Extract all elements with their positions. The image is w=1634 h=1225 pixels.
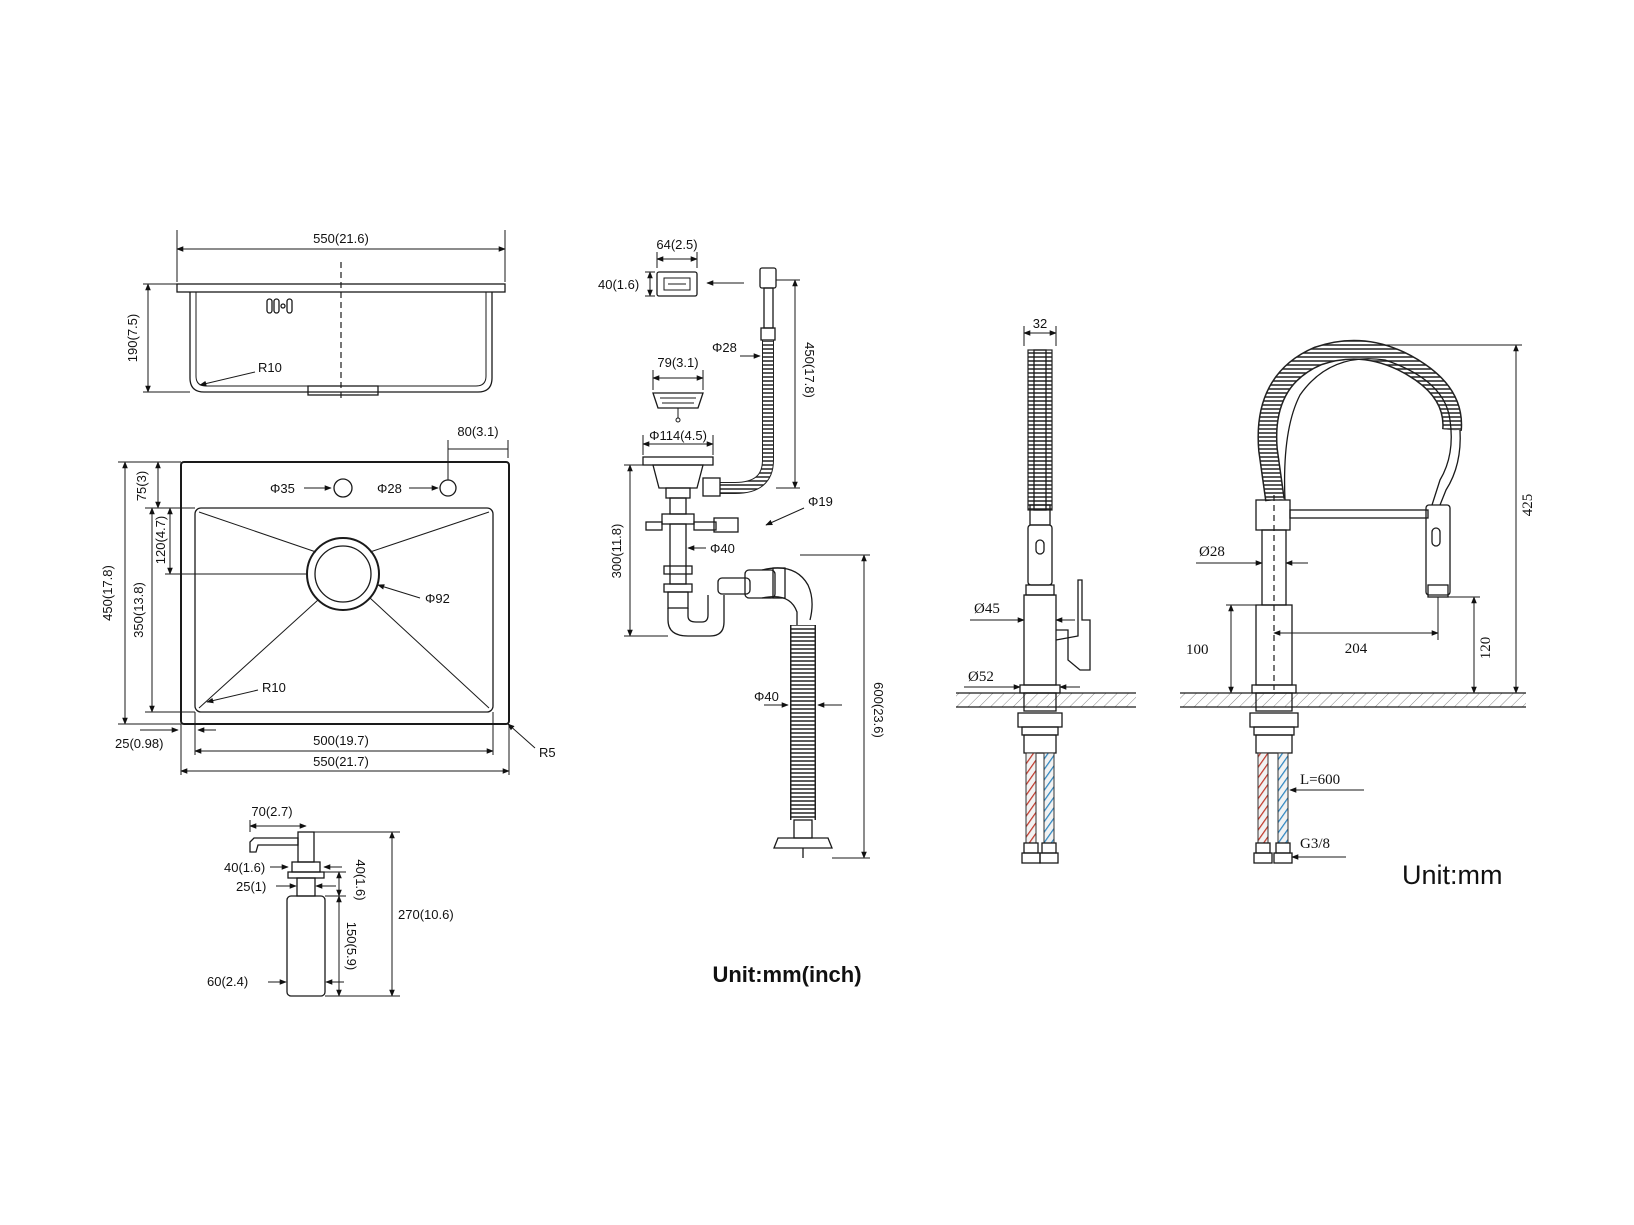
top-margin-label: 75(3)	[134, 471, 149, 501]
sink-depth-label: 190(7.5)	[125, 314, 140, 362]
overflow-connector	[759, 267, 777, 341]
hole-28-label: Φ28	[377, 481, 402, 496]
soap-dispenser: 70(2.7) 40(1.6) 25(1) 60(2.4) 40(1.6) 15…	[207, 804, 454, 997]
side-hose-length-label: L=600	[1300, 772, 1340, 788]
faucet-hole-28	[439, 479, 457, 497]
faucet-front-view: 32 Ø45 Ø52	[956, 316, 1136, 864]
sink-width-label: 550(21.6)	[313, 231, 369, 246]
overflow-length-label: 450(17.8)	[802, 342, 817, 398]
front-body-label: Ø45	[974, 601, 1000, 617]
bottle-height-label: 150(5.9)	[344, 922, 359, 970]
thread-label: 25(1)	[236, 879, 266, 894]
overall-depth-label: 450(17.8)	[100, 565, 115, 621]
side-spray-height-label: 120	[1478, 637, 1494, 660]
trap-height-label: 300(11.8)	[609, 524, 624, 579]
faucet-unit-label: Unit:mm	[1402, 860, 1503, 890]
side-reach-label: 204	[1345, 641, 1368, 657]
bottle-diameter-label: 60(2.4)	[207, 974, 248, 989]
flange-label: 40(1.6)	[224, 860, 265, 875]
total-height-label: 270(10.6)	[398, 907, 454, 922]
overflow-width-label: 64(2.5)	[656, 237, 697, 252]
basket-label: Φ114(4.5)	[649, 428, 707, 443]
faucet-side-view: Ø28 100 204 120 425 L=600 G3/8 Unit:mm	[1180, 339, 1536, 890]
spout-reach-label: 70(2.7)	[251, 804, 292, 819]
hose-length-label: 600(23.6)	[871, 682, 886, 738]
tailpiece-label: Φ40	[710, 541, 735, 556]
side-thread-label: G3/8	[1300, 836, 1330, 852]
strainer-label: 79(3.1)	[657, 355, 698, 370]
overflow-hose-label: Φ28	[712, 340, 737, 355]
overall-width-label: 550(21.7)	[313, 754, 369, 769]
overflow-height-label: 40(1.6)	[598, 277, 639, 292]
drain-diameter-label: Φ92	[425, 591, 450, 606]
drain-assembly: 64(2.5) 40(1.6) Φ28 450(17.8) 79(3.1)	[598, 237, 886, 987]
edge-margin-label: 25(0.98)	[115, 736, 163, 751]
hose-diameter-label: Φ40	[754, 689, 779, 704]
strainer-basket	[652, 392, 704, 423]
head-height-label: 40(1.6)	[353, 859, 368, 900]
sink-plan-view: Φ35 Φ28 80(3.1) 450(17.8) 75(3) 350(13.8…	[100, 424, 556, 775]
bowl-width-label: 500(19.7)	[313, 733, 369, 748]
faucet-hole-35	[333, 478, 353, 498]
side-spout-label: Ø28	[1199, 544, 1225, 560]
outer-radius-label: R5	[539, 745, 556, 760]
sink-section-view: 550(21.6) 190(7.5) R10	[125, 230, 506, 400]
side-total-height-label: 425	[1520, 494, 1536, 517]
drain-offset-label: 120(4.7)	[153, 516, 168, 564]
hole-spacing-label: 80(3.1)	[457, 424, 498, 439]
front-top-width-label: 32	[1033, 316, 1047, 331]
overflow-cover	[656, 271, 698, 297]
bowl-depth-label: 350(13.8)	[131, 582, 146, 638]
bowl-radius-label: R10	[262, 680, 286, 695]
drain-body	[642, 456, 813, 637]
overflow-slots	[266, 298, 293, 314]
drain-unit-label: Unit:mm(inch)	[712, 962, 861, 987]
hole-35-label: Φ35	[270, 481, 295, 496]
front-base-label: Ø52	[968, 669, 994, 685]
drain-hole	[306, 537, 380, 611]
side-base-height-label: 100	[1186, 642, 1209, 658]
section-radius-label: R10	[258, 360, 282, 375]
side-port-label: Φ19	[808, 494, 833, 509]
